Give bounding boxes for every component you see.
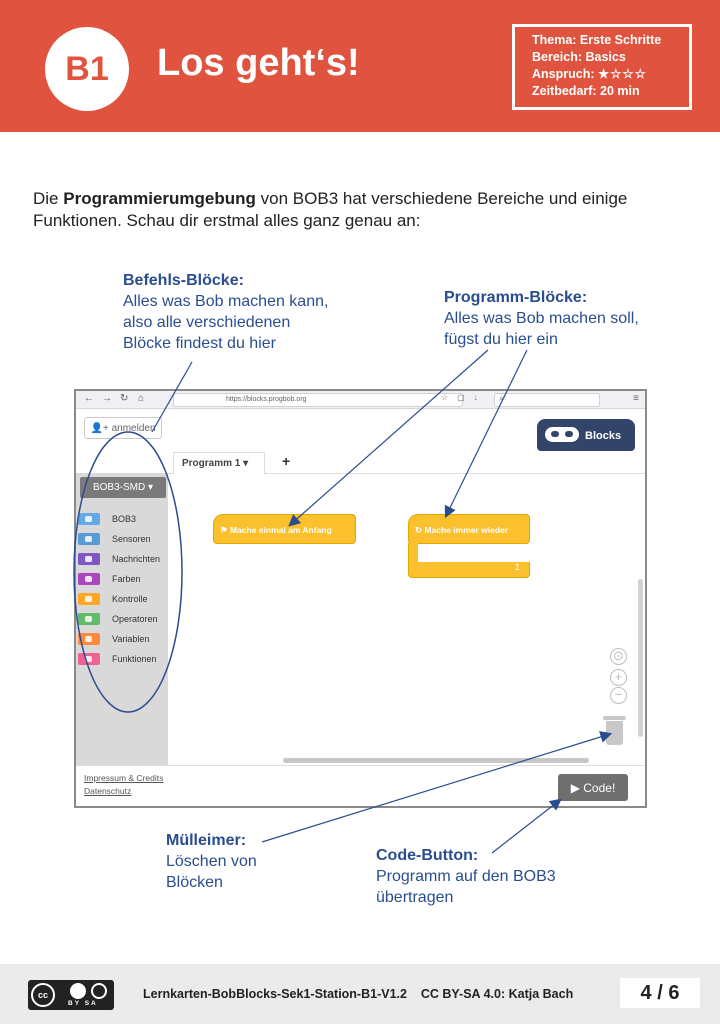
hamburger-menu-icon[interactable]: ≡ (633, 393, 639, 404)
intro-bold: Programmierumgebung (63, 189, 256, 208)
board-select[interactable]: BOB3-SMD ▾ (80, 477, 166, 498)
horizontal-scrollbar[interactable] (283, 758, 589, 763)
url-bar[interactable]: https://blocks.progbob.org (173, 393, 463, 407)
page-footer: cc BY SA Lernkarten-BobBlocks-Sek1-Stati… (0, 964, 720, 1024)
station-badge: B1 (45, 27, 129, 111)
trash-icon[interactable] (603, 716, 626, 745)
block-mache-einmal-am-anfang[interactable]: ⚑ Mache einmal am Anfang (213, 514, 356, 544)
category-kontrolle[interactable]: Kontrolle (76, 589, 168, 609)
category-operatoren[interactable]: Operatoren (76, 609, 168, 629)
page-title: Los geht‘s! (157, 42, 360, 84)
category-color-icon (78, 653, 100, 665)
category-bob3[interactable]: BOB3 (76, 509, 168, 529)
category-label: BOB3 (112, 514, 137, 524)
annotation-heading: Mülleimer: (166, 832, 247, 849)
intro-before: Die (33, 189, 64, 208)
loop-block-end: ↥ (408, 562, 530, 578)
intro-after: von BOB3 hat verschiedene Bereiche und e… (33, 189, 628, 230)
cc-logo: cc (31, 983, 55, 1007)
info-level: Anspruch: ★☆☆☆ (532, 66, 689, 83)
annotation-line: Alles was Bob machen soll, (444, 310, 639, 327)
annotation-code-button: Code-Button: Programm auf den BOB3 übert… (376, 845, 556, 908)
category-funktionen[interactable]: Funktionen (76, 649, 168, 669)
category-color-icon (78, 513, 100, 525)
home-icon[interactable]: ⌂ (138, 393, 145, 404)
star-rating-icon: ★☆☆☆ (597, 67, 647, 81)
app-footer: Impressum & Credits Datenschutz ▶ Code! (76, 765, 645, 806)
browser-search-field[interactable]: ⌕ (494, 393, 600, 407)
loop-block-body (408, 543, 418, 563)
add-tab-button[interactable]: + (282, 453, 291, 469)
info-topic: Thema: Erste Schritte (532, 33, 662, 47)
category-color-icon (78, 633, 100, 645)
browser-toolbar: ← → ↻ ⌂ https://blocks.progbob.org ☆▢↓ ⌕… (76, 391, 645, 409)
info-box: Thema: Erste Schritte Bereich: Basics An… (512, 24, 692, 110)
category-color-icon (78, 533, 100, 545)
annotation-programm-bloecke: Programm-Blöcke: Alles was Bob machen so… (444, 287, 639, 350)
zoom-in-icon[interactable]: + (610, 669, 627, 686)
category-label: Farben (112, 574, 141, 584)
category-color-icon (78, 593, 100, 605)
category-sensoren[interactable]: Sensoren (76, 529, 168, 549)
footer-reference: Lernkarten-BobBlocks-Sek1-Station-B1-V1.… (143, 987, 574, 1001)
cc-license-icon: cc BY SA (28, 980, 114, 1010)
annotation-befehls-bloecke: Befehls-Blöcke: Alles was Bob machen kan… (123, 270, 328, 354)
tab-programm-1[interactable]: Programm 1 ▾ (173, 452, 265, 474)
bob-eyes-icon (545, 427, 579, 442)
info-level-label: Anspruch: (532, 67, 595, 81)
annotation-line: übertragen (376, 889, 454, 906)
zoom-out-icon[interactable]: − (610, 687, 627, 704)
intro-text: Die Programmierumgebung von BOB3 hat ver… (33, 188, 693, 232)
category-label: Operatoren (112, 614, 158, 624)
login-button[interactable]: 👤+ anmelden (84, 417, 162, 439)
reload-icon[interactable]: ↻ (120, 393, 129, 404)
annotation-line: fügst du hier ein (444, 331, 558, 348)
category-color-icon (78, 553, 100, 565)
info-time: Zeitbedarf: 20 min (532, 84, 640, 98)
category-color-icon (78, 613, 100, 625)
page-number: 4 / 6 (620, 978, 700, 1008)
browser-action-icons[interactable]: ☆▢↓ (441, 393, 487, 402)
vertical-scrollbar[interactable] (638, 579, 643, 737)
cc-label: BY SA (68, 1000, 98, 1007)
annotation-line: Blöcke findest du hier (123, 335, 276, 352)
annotation-line: Programm auf den BOB3 (376, 868, 556, 885)
forward-icon[interactable]: → (102, 393, 112, 404)
annotation-heading: Programm-Blöcke: (444, 289, 588, 306)
category-label: Kontrolle (112, 594, 148, 604)
category-label: Nachrichten (112, 554, 161, 564)
program-workspace[interactable]: ⚑ Mache einmal am Anfang ↻ Mache immer w… (168, 474, 645, 765)
category-farben[interactable]: Farben (76, 569, 168, 589)
back-icon[interactable]: ← (84, 393, 94, 404)
impressum-link[interactable]: Impressum & Credits (84, 773, 164, 783)
category-label: Funktionen (112, 654, 157, 664)
login-label: anmelden (111, 422, 156, 434)
category-label: Variablen (112, 634, 150, 644)
annotation-muelleimer: Mülleimer: Löschen von Blöcken (166, 830, 257, 893)
user-plus-icon: 👤+ (90, 422, 112, 434)
annotation-line: also alle verschiedenen (123, 314, 291, 331)
info-area: Bereich: Basics (532, 50, 626, 64)
annotation-line: Löschen von (166, 853, 257, 870)
center-view-icon[interactable]: ⊙ (610, 648, 627, 665)
logo-text: Blocks (585, 430, 622, 442)
annotation-line: Alles was Bob machen kann, (123, 293, 329, 310)
category-label: Sensoren (112, 534, 151, 544)
cc-sa-icon (91, 983, 107, 999)
datenschutz-link[interactable]: Datenschutz (84, 786, 132, 796)
code-button[interactable]: ▶ Code! (558, 774, 628, 801)
cc-by-icon (70, 983, 86, 999)
block-mache-immer-wieder[interactable]: ↻ Mache immer wieder (408, 514, 530, 544)
header-banner: B1 Los geht‘s! Thema: Erste Schritte Ber… (0, 0, 720, 132)
annotation-heading: Code-Button: (376, 847, 479, 864)
category-variablen[interactable]: Variablen (76, 629, 168, 649)
category-color-icon (78, 573, 100, 585)
annotation-heading: Befehls-Blöcke: (123, 272, 244, 289)
category-nachrichten[interactable]: Nachrichten (76, 549, 168, 569)
annotation-line: Blöcken (166, 874, 223, 891)
bobblocks-logo: Blocks (537, 419, 635, 451)
bobblocks-screenshot: ← → ↻ ⌂ https://blocks.progbob.org ☆▢↓ ⌕… (74, 389, 647, 808)
